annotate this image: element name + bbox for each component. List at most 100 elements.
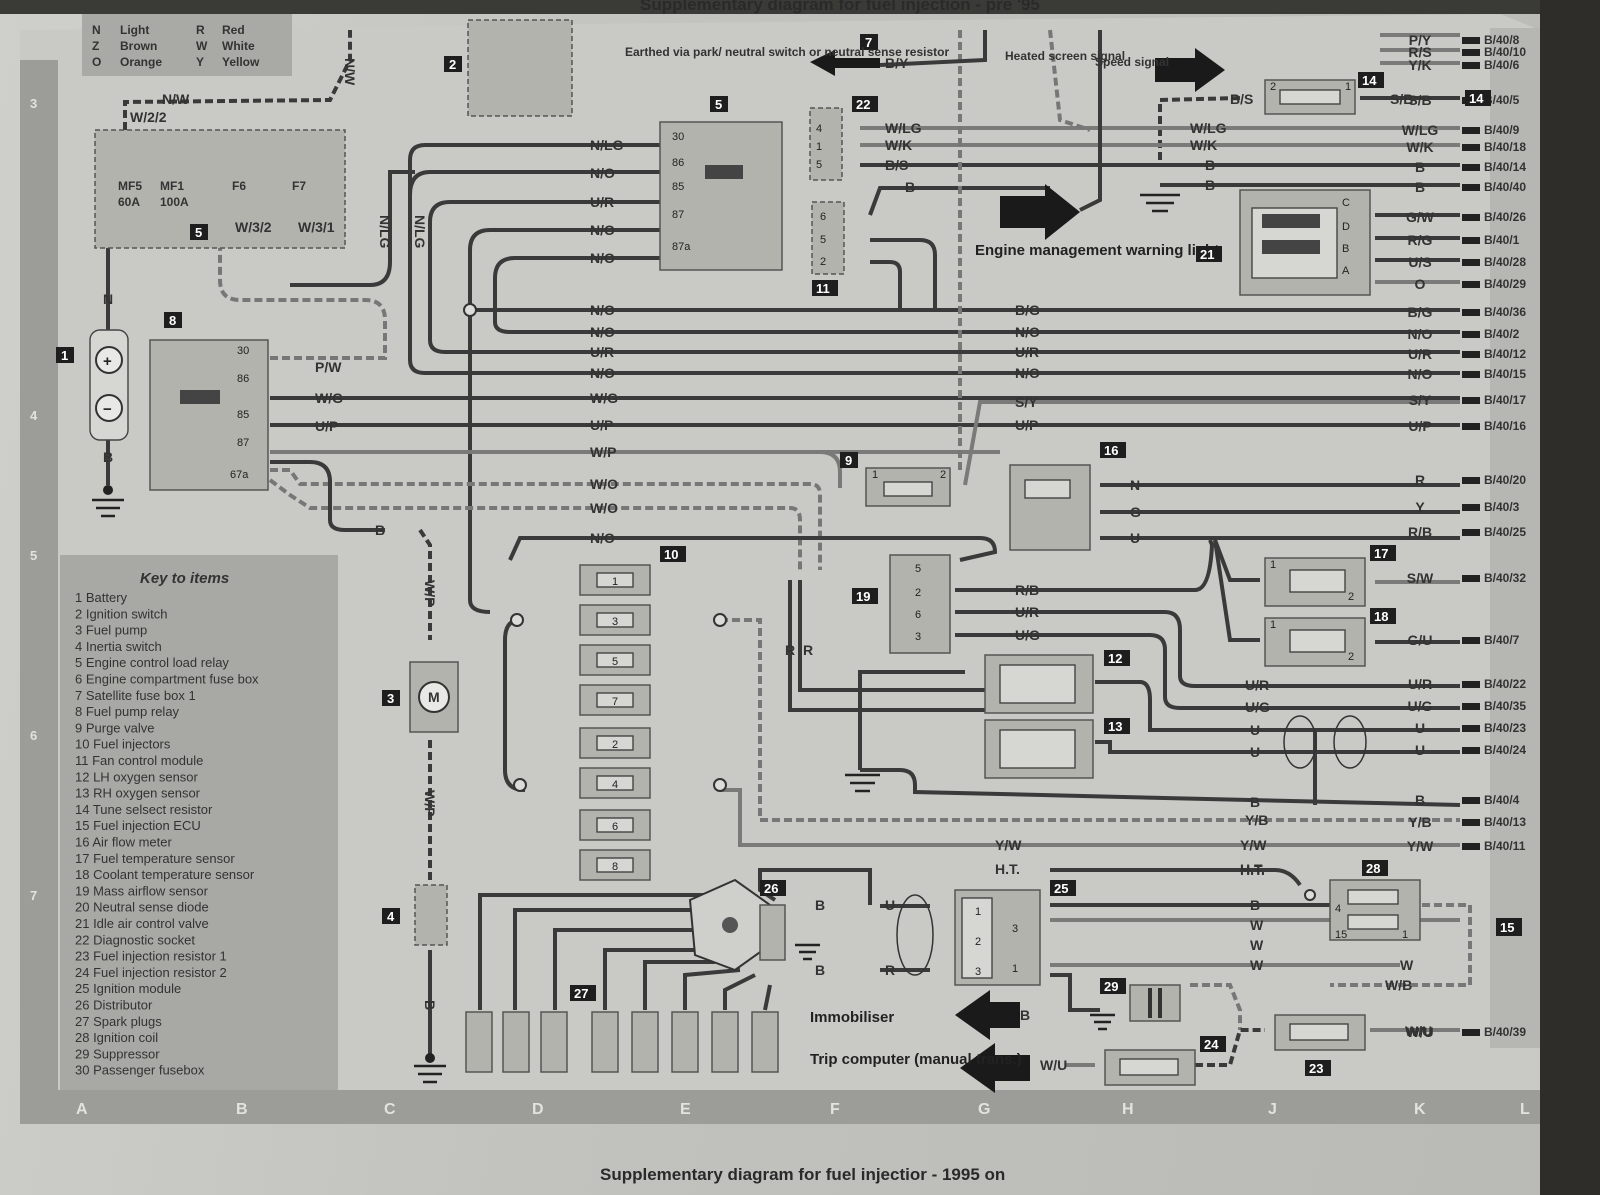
sensor-pin: 1 [1270,559,1276,571]
wire-nlg-1 [408,143,1460,375]
column-letter: K [1414,1101,1426,1118]
item-number-badge [840,452,858,468]
socket-pin: 4 [816,123,822,135]
ecu-pin-label: B/40/22 [1484,677,1526,691]
wire-label: N/W [342,58,358,86]
colour-key: N Light Z Brown O Orange R Red W White Y… [82,14,292,76]
injector: 1 [579,564,651,596]
key-item: 30 Passenger fusebox [75,1063,205,1078]
relay-terminal: 86 [237,373,249,385]
relay-terminal: 67a [230,469,249,481]
item-number: 29 [1104,979,1118,994]
wire-label: U [1130,530,1140,546]
fuse-label: MF1 [160,179,184,193]
ecu-wire-label: Y [1415,499,1425,515]
air-flow-meter: 16 N G U [1009,442,1141,551]
ecu-wire-label: U [1415,720,1425,736]
item-number: 1 [61,348,68,363]
fuse-wire-label: W/2/2 [130,109,167,125]
wire-heated [1048,29,1091,132]
wire-b-11 [868,186,1050,216]
ecu-wire-label: B [1415,792,1425,808]
ecu-connector [1462,49,1480,56]
item-number-badge [1104,718,1130,734]
wire-label: B/G [1015,302,1040,318]
relay-terminal: 85 [237,409,249,421]
ecu-wire-label: U [1415,742,1425,758]
item-number: 13 [1108,719,1122,734]
battery-plus: + [103,353,112,370]
wire-wb-2 [1190,983,1242,1030]
row-number: 7 [30,888,37,903]
wire-by [879,30,987,67]
wire-label: B [1250,794,1260,810]
wire-label: U [1250,744,1260,760]
spark-plug-icon [711,1011,739,1073]
maf-pin: 6 [915,609,921,621]
fuse-box-outline [94,129,346,249]
battery-bottom-wire: B [103,449,113,465]
ecu-wire-label: R/B [1408,524,1432,540]
fuel-injection-resistor-1: 23 [1274,1014,1366,1076]
ecu-connector [1462,504,1480,511]
wire-label: W/P [422,790,438,816]
relay-terminal: 86 [672,157,684,169]
coil-pin: 4 [1335,903,1341,915]
colour-name: Yellow [222,55,260,69]
heated-screen-note: Heated screen signal [1005,49,1125,63]
ecu-wire-label: R/G [1408,232,1433,248]
wire-label: P/W [315,359,342,375]
spark-plug-icon [631,1011,659,1073]
capacitor-plate [1148,988,1152,1018]
wire-nw [123,30,352,130]
ecu-pin-label: B/40/36 [1484,305,1526,319]
key-item: 8 Fuel pump relay [75,704,180,719]
column-letter: D [532,1101,544,1118]
sensor-18-element [1289,629,1346,653]
key-item: 3 Fuel pump [75,623,147,638]
arrow-left-immobiliser [955,990,1020,1040]
distributor-rotor-icon [722,917,738,933]
earthed-note: Earthed via park/ neutral switch or neut… [625,45,949,59]
colour-code: R [196,23,205,37]
wire-label: U/G [1015,627,1040,643]
wire-label: H.T. [1240,861,1265,877]
relay-terminal: 87 [672,209,684,221]
earth-icon [1140,193,1180,213]
diagnostic-socket: 22 4 1 5 W/LG W/K B/S [809,96,922,181]
ecu-pin-label: B/40/16 [1484,419,1526,433]
column-letters: A B C D E F G H J K L [76,1101,1530,1118]
colour-name: Orange [120,55,162,69]
ecu-connector [1462,281,1480,288]
ecu-wire-label: R/S [1408,44,1431,60]
colour-name: Brown [120,39,157,53]
key-item: 2 Ignition switch [75,606,168,621]
wire-label: R/B [1015,582,1039,598]
ecu-wire-label: O [1415,276,1426,292]
wire-label: B [815,962,825,978]
motor-label: M [428,689,440,705]
key-item: 26 Distributor [75,998,153,1013]
wire-label: B/S [885,157,908,173]
key-item: 7 Satellite fuse box 1 [75,688,196,703]
ecu-wire-label: B [1415,179,1425,195]
wire-label: H.T. [1240,862,1265,878]
wire-label: Y/W [995,837,1022,853]
inertia-switch-body [414,884,448,946]
ecu-connector [1462,331,1480,338]
earth-icon [414,1053,446,1084]
relay-coil-icon [180,390,220,404]
module-pin: 1 [1012,963,1018,975]
item-number: 12 [1108,651,1122,666]
rh-oxygen-sensor: 13 [984,718,1130,779]
ecu-wire-label: U/G [1408,698,1433,714]
ecu-wire-label: S/W [1407,570,1434,586]
key-panel [60,555,338,1090]
wire-label: N/O [590,324,615,340]
module-pin: 3 [975,966,981,978]
ecu-wire-label: R [1415,472,1425,488]
ecu-connector [1462,237,1480,244]
ecu-pin-label: B/40/5 [1484,93,1520,107]
relay-terminal: 30 [672,131,684,143]
